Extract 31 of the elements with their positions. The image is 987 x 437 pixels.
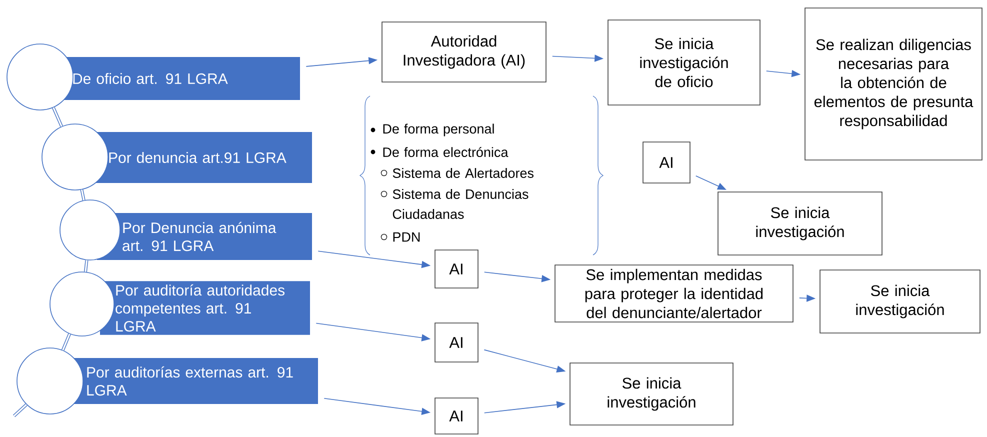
timeline-line — [13, 404, 28, 418]
timeline-circle — [50, 272, 114, 336]
step-band: Por auditoría autoridades competentes art. 91 LGRA — [100, 281, 310, 335]
timeline-line — [61, 333, 71, 351]
process-box: Autoridad Investigadora (AI) — [382, 22, 546, 82]
process-box: Se inicia investigación de oficio — [608, 20, 760, 106]
timeline-line — [80, 189, 86, 201]
process-box: Se inicia investigación — [570, 362, 734, 426]
timeline-circle — [42, 124, 108, 190]
process-box: Se realizan diligencias necesarias para la obtención de elementos de presunta responsabilidad — [804, 8, 982, 160]
list-item: PDN — [380, 232, 420, 242]
process-box: Se inicia investigación — [718, 192, 882, 256]
timeline-circle — [6, 44, 74, 110]
list-item: Sistema de Denuncias Ciudadanas — [380, 189, 528, 219]
process-box: Se inicia investigación — [820, 270, 980, 334]
list-item: Sistema de Alertadores — [380, 168, 534, 178]
process-box: AI — [434, 322, 478, 362]
timeline-line — [52, 107, 63, 127]
process-box: AI — [434, 398, 478, 434]
list-item: De forma electrónica — [370, 146, 508, 158]
process-box: Se implementan medidas para proteger la identidad del denunciante/alertador — [554, 264, 794, 322]
timeline-circle — [60, 200, 120, 260]
step-band: Por denuncia art.91 LGRA — [94, 132, 312, 183]
step-band: De oficio art. 91 LGRA — [48, 57, 300, 100]
step-band: Por auditorías externas art. 91 LGRA — [69, 358, 318, 404]
process-box: AI — [642, 142, 690, 184]
process-box: AI — [434, 250, 478, 288]
step-band: Por Denuncia anónima art. 91 LGRA — [97, 213, 312, 260]
timeline-line — [84, 260, 88, 272]
timeline-circle — [16, 348, 84, 414]
list-item: De forma personal — [370, 124, 494, 136]
